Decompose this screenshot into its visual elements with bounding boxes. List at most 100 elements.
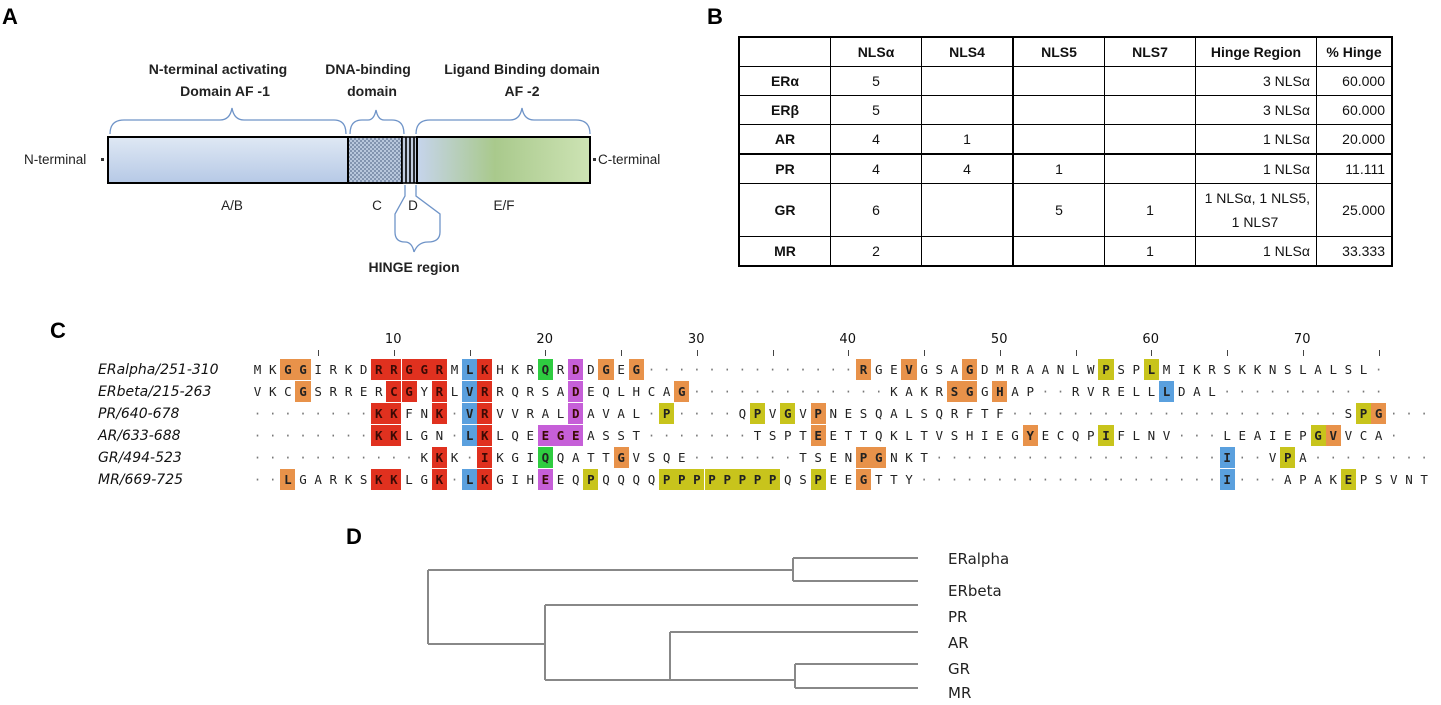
residue: L — [1208, 384, 1216, 399]
residue: R — [856, 359, 872, 380]
residue: K — [905, 450, 913, 465]
residue: R — [329, 472, 338, 487]
residue: C — [1056, 428, 1065, 443]
alignment-gap: · — [1087, 406, 1095, 421]
residue: W — [1087, 362, 1095, 377]
alignment-gap: · — [1329, 450, 1337, 465]
panel-label-b: B — [707, 4, 723, 29]
nls5-cell — [1012, 95, 1105, 125]
alignment-gap: · — [950, 472, 959, 487]
segment-ef-label: E/F — [493, 198, 514, 213]
alignment-gap: · — [253, 472, 262, 487]
alignment-gap: · — [253, 406, 262, 421]
residue: N — [1147, 428, 1156, 443]
ruler-number: 50 — [990, 332, 1008, 347]
residue: G — [299, 472, 307, 487]
alignment-gap: · — [314, 406, 322, 421]
residue: A — [571, 450, 580, 465]
alignment-gap: · — [1132, 472, 1141, 487]
alignment-gap: · — [1147, 472, 1156, 487]
residue: K — [511, 362, 519, 377]
alignment-gap: · — [1208, 428, 1216, 443]
alignment-gap: · — [1405, 450, 1413, 465]
ruler-tick — [393, 350, 395, 356]
residue: M — [253, 362, 262, 377]
n-terminal-label: N-terminal — [24, 152, 86, 167]
residue: H — [526, 472, 535, 487]
alignment-gap: · — [1102, 450, 1110, 465]
col-header-receptor — [738, 36, 831, 67]
residue: L — [905, 428, 913, 443]
residue: A — [1193, 384, 1201, 399]
nls4-cell — [921, 236, 1014, 267]
residue: H — [496, 362, 504, 377]
ruler-tick — [318, 350, 320, 356]
residue: A — [905, 384, 913, 399]
nls4-cell — [921, 95, 1014, 125]
residue: P — [659, 469, 675, 490]
residue: N — [844, 450, 853, 465]
alignment-gap: · — [1011, 406, 1019, 421]
alignment-gap: · — [738, 450, 747, 465]
alignment-gap: · — [844, 384, 853, 399]
alignment-gap: · — [1374, 384, 1383, 399]
residue: T — [799, 450, 807, 465]
residue: G — [598, 359, 614, 380]
dbd-label-line1: DNA-binding — [325, 61, 411, 77]
alignment-gap: · — [268, 472, 277, 487]
hinge-funnel — [394, 185, 441, 253]
residue: R — [526, 362, 535, 377]
residue: R — [935, 384, 944, 399]
residue: D — [568, 403, 584, 424]
residue: E — [556, 472, 565, 487]
alignment-gap: · — [1405, 406, 1413, 421]
alignment-gap: · — [753, 384, 762, 399]
alignment-gap: · — [1344, 384, 1353, 399]
residue: G — [1011, 428, 1019, 443]
residue: Q — [537, 447, 553, 468]
residue: I — [511, 472, 519, 487]
domain-ef — [416, 136, 591, 184]
residue: G — [874, 362, 883, 377]
alignment-gap: · — [1162, 406, 1171, 421]
alignment-gap: · — [1253, 450, 1262, 465]
residue: E — [1117, 384, 1125, 399]
residue: T — [920, 450, 928, 465]
ruler-tick — [696, 350, 698, 356]
alignment-gap: · — [662, 362, 671, 377]
sequence-name: MR/669-725 — [98, 472, 184, 488]
alignment-gap: · — [1283, 406, 1292, 421]
ruler-tick — [924, 350, 926, 356]
alignment-gap: · — [1208, 406, 1216, 421]
pct-hinge-cell: 33.333 — [1316, 236, 1393, 267]
alignment-gap: · — [708, 428, 716, 443]
residue: L — [905, 406, 913, 421]
nls5-cell: 1 — [1012, 153, 1105, 184]
alignment-gap: · — [768, 384, 777, 399]
residue: Q — [617, 472, 625, 487]
alignment-gap: · — [450, 472, 459, 487]
nls4-cell: 4 — [921, 153, 1014, 184]
nls-table: NLSα NLS4 NLS5 NLS7 Hinge Region % Hinge… — [738, 36, 1393, 267]
residue: A — [890, 406, 898, 421]
residue: S — [768, 428, 777, 443]
residue: I — [477, 447, 493, 468]
residue: S — [541, 384, 550, 399]
residue: V — [768, 406, 777, 421]
residue: R — [950, 406, 959, 421]
leaf-label-erbeta: ERbeta — [948, 582, 1002, 600]
alignment-gap: · — [1177, 406, 1186, 421]
nls7-cell — [1104, 153, 1196, 184]
residue: T — [890, 472, 898, 487]
alignment-gap: · — [359, 450, 368, 465]
alignment-gap: · — [1132, 450, 1141, 465]
alignment-gap: · — [723, 362, 731, 377]
residue: V — [632, 450, 641, 465]
hinge-cell: 1 NLSα — [1195, 124, 1317, 155]
residue: F — [965, 406, 974, 421]
residue: S — [1283, 362, 1292, 377]
residue: N — [890, 450, 898, 465]
residue: T — [920, 428, 928, 443]
receptor-cell: GR — [738, 183, 831, 237]
alignment-gap: · — [329, 428, 338, 443]
